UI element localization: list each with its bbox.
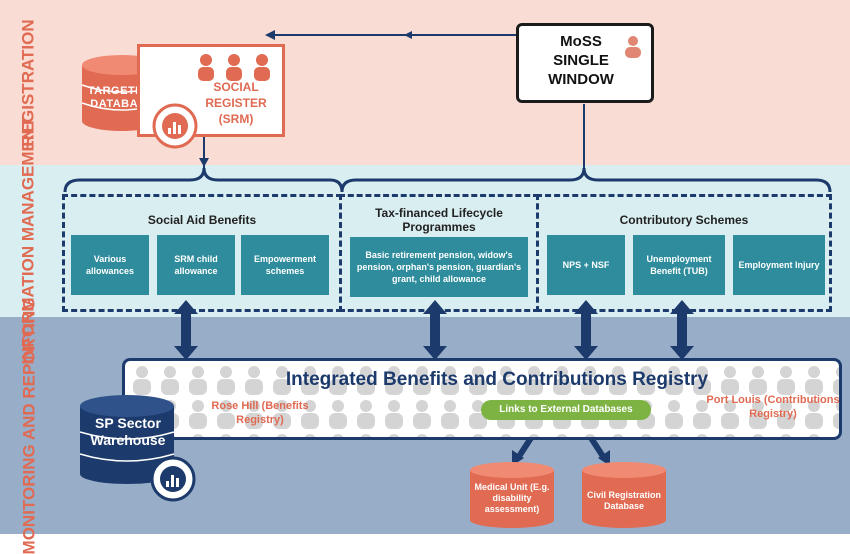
port-louis-label: Port Louis (Contributions Registry) bbox=[706, 394, 840, 420]
panel-contributory-schemes: Contributory Schemes NPS + NSF Unemploym… bbox=[536, 194, 832, 312]
box-employment-injury: Employment Injury bbox=[733, 235, 825, 295]
warehouse-label: SP Sector Warehouse bbox=[90, 415, 166, 448]
registry-title: Integrated Benefits and Contributions Re… bbox=[285, 369, 709, 390]
warehouse-analytics-icon bbox=[150, 456, 196, 502]
double-arrows bbox=[174, 300, 694, 360]
connector-lines bbox=[63, 30, 832, 466]
person-icon bbox=[625, 36, 641, 58]
panel-title-lifecycle: Tax-financed Lifecycle Programmes bbox=[375, 206, 503, 234]
panel-title-social-aid: Social Aid Benefits bbox=[147, 213, 257, 227]
medical-unit-label: Medical Unit (E.g. disability assessment… bbox=[474, 482, 550, 514]
box-srm-child-allowance: SRM child allowance bbox=[157, 235, 235, 295]
box-unemployment-benefit: Unemployment Benefit (TUB) bbox=[633, 235, 725, 295]
box-lifecycle-pensions: Basic retirement pension, widow's pensio… bbox=[350, 237, 528, 297]
box-nps-nsf: NPS + NSF bbox=[547, 235, 625, 295]
integrated-registry: Integrated Benefits and Contributions Re… bbox=[122, 358, 842, 440]
single-window-title: MoSS SINGLE WINDOW bbox=[548, 33, 614, 88]
panel-lifecycle-programmes: Tax-financed Lifecycle Programmes Basic … bbox=[339, 194, 539, 312]
analytics-gear-icon bbox=[152, 103, 198, 149]
panel-social-aid-benefits: Social Aid Benefits Various allowances S… bbox=[62, 194, 342, 312]
panel-title-contributory: Contributory Schemes bbox=[619, 213, 749, 227]
box-empowerment-schemes: Empowerment schemes bbox=[241, 235, 329, 295]
civil-registration-label: Civil Registration Database bbox=[586, 490, 661, 511]
medical-unit-database-icon bbox=[470, 462, 554, 528]
moss-single-window: MoSS SINGLE WINDOW bbox=[516, 23, 654, 103]
links-external-databases: Links to External Databases bbox=[481, 400, 651, 420]
rose-hill-label: Rose Hill (Benefits Registry) bbox=[211, 400, 309, 426]
box-various-allowances: Various allowances bbox=[71, 235, 149, 295]
social-register-label: SOCIAL REGISTER (SRM) bbox=[205, 80, 267, 126]
people-icon bbox=[198, 54, 270, 81]
civil-registration-database-icon bbox=[582, 462, 666, 528]
people-pattern bbox=[125, 361, 839, 437]
social-register-box: SOCIAL REGISTER (SRM) bbox=[137, 44, 285, 137]
